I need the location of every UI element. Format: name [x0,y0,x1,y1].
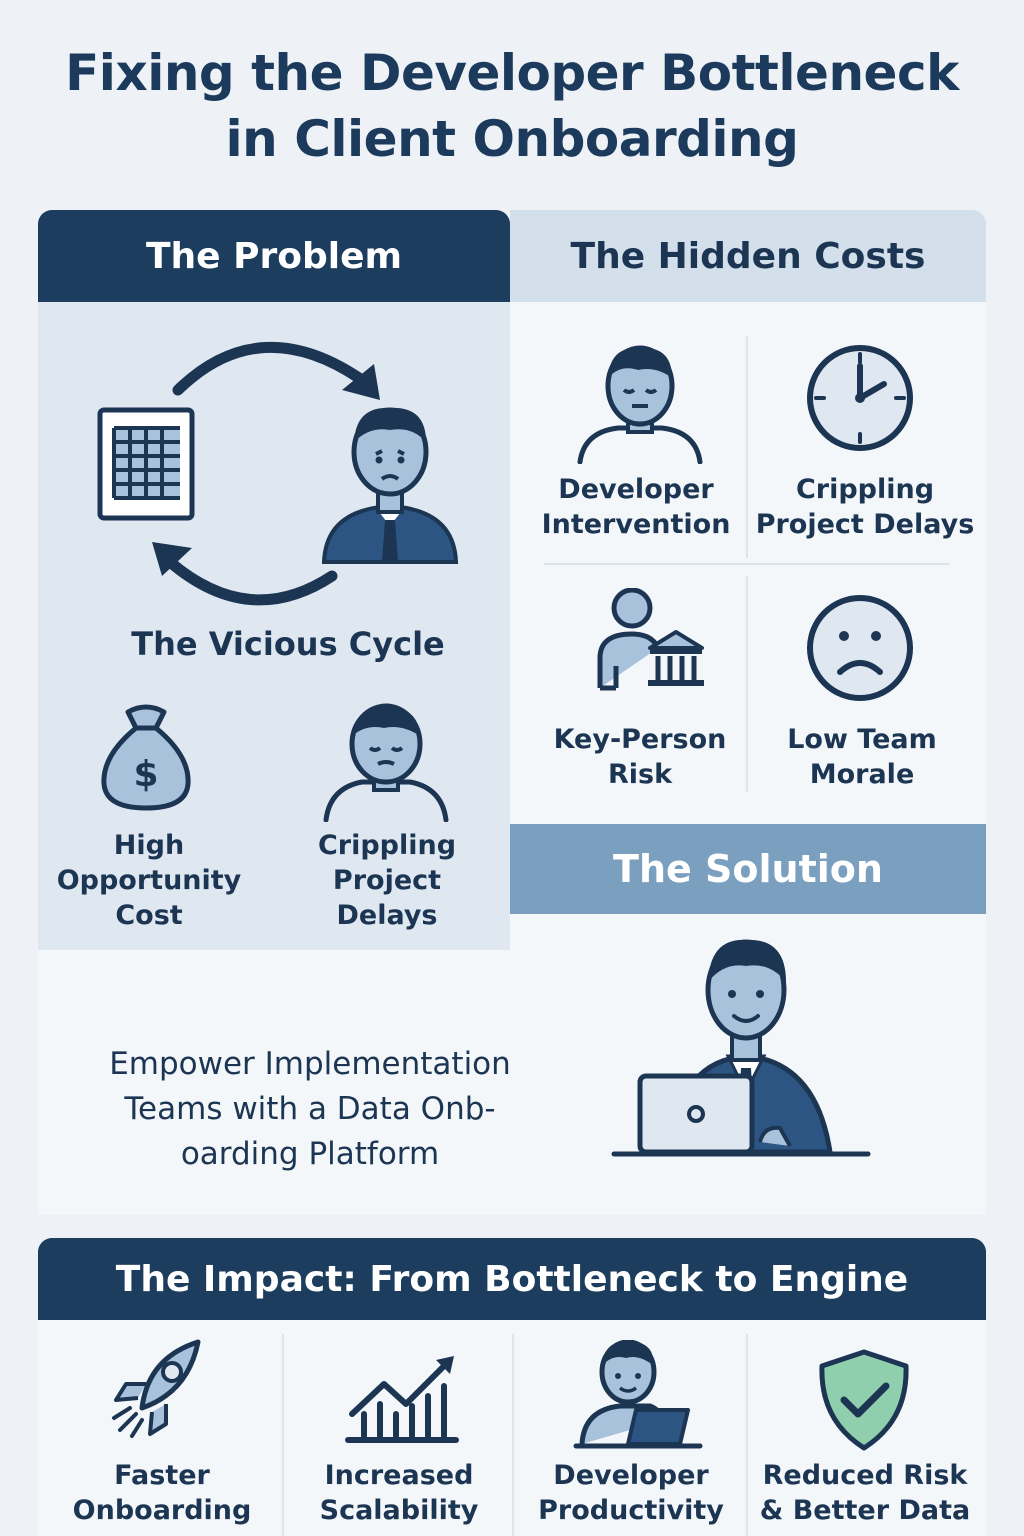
vicious-cycle-diagram [97,341,459,606]
hidden-cost-developer-intervention: Developer Intervention [541,474,731,540]
page-title: Fixing the Developer Bottleneck in Clien… [0,40,1024,172]
svg-text:$: $ [133,754,158,795]
impact-faster-onboarding: Faster Onboarding [72,1460,252,1526]
vicious-cycle-label: The Vicious Cycle [131,625,445,663]
title-line-1: Fixing the Developer Bottleneck [65,44,959,102]
worried-person-icon [321,407,459,564]
tired-person-icon [323,703,449,822]
spreadsheet-icon [97,407,195,521]
title-line-2: in Client Onboarding [225,110,799,168]
impact-reduced-risk: Reduced Risk & Better Data [759,1460,971,1526]
divider [282,1334,284,1536]
clock-icon [807,345,913,451]
money-bag-icon: $ [101,704,191,811]
divider [746,576,748,792]
person-bank-icon [597,588,704,691]
hidden-costs-heading: The Hidden Costs [510,210,986,302]
developer-icon [577,345,703,464]
problem-item-project-delays: Crippling Project Delays [317,830,457,931]
problem-heading: The Problem [38,210,510,302]
divider [746,336,748,558]
solution-text: Empower Implementation Teams with a Data… [109,1046,511,1172]
divider [746,1334,748,1536]
rocket-icon [112,1339,201,1438]
solution-panel [38,950,986,1215]
divider [544,563,950,565]
solution-heading: The Solution [510,824,986,914]
sad-face-icon [807,595,913,701]
impact-developer-productivity: Developer Productivity [538,1460,724,1526]
divider [512,1334,514,1536]
cycle-arrow-top-icon [172,341,380,400]
hidden-cost-project-delays: Crippling Project Delays [755,474,975,540]
hidden-cost-key-person-risk: Key-Person Risk [553,724,727,790]
problem-item-opportunity-cost: High Opportunity Cost [56,830,242,931]
growth-chart-icon [345,1356,459,1443]
developer-laptop-icon [573,1340,703,1449]
shield-check-icon [819,1349,909,1451]
impact-heading: The Impact: From Bottleneck to Engine [38,1238,986,1320]
hidden-cost-low-team-morale: Low Team Morale [787,724,937,790]
person-laptop-icon [611,939,871,1157]
impact-increased-scalability: Increased Scalability [319,1460,479,1526]
cycle-arrow-bottom-icon [152,542,338,606]
